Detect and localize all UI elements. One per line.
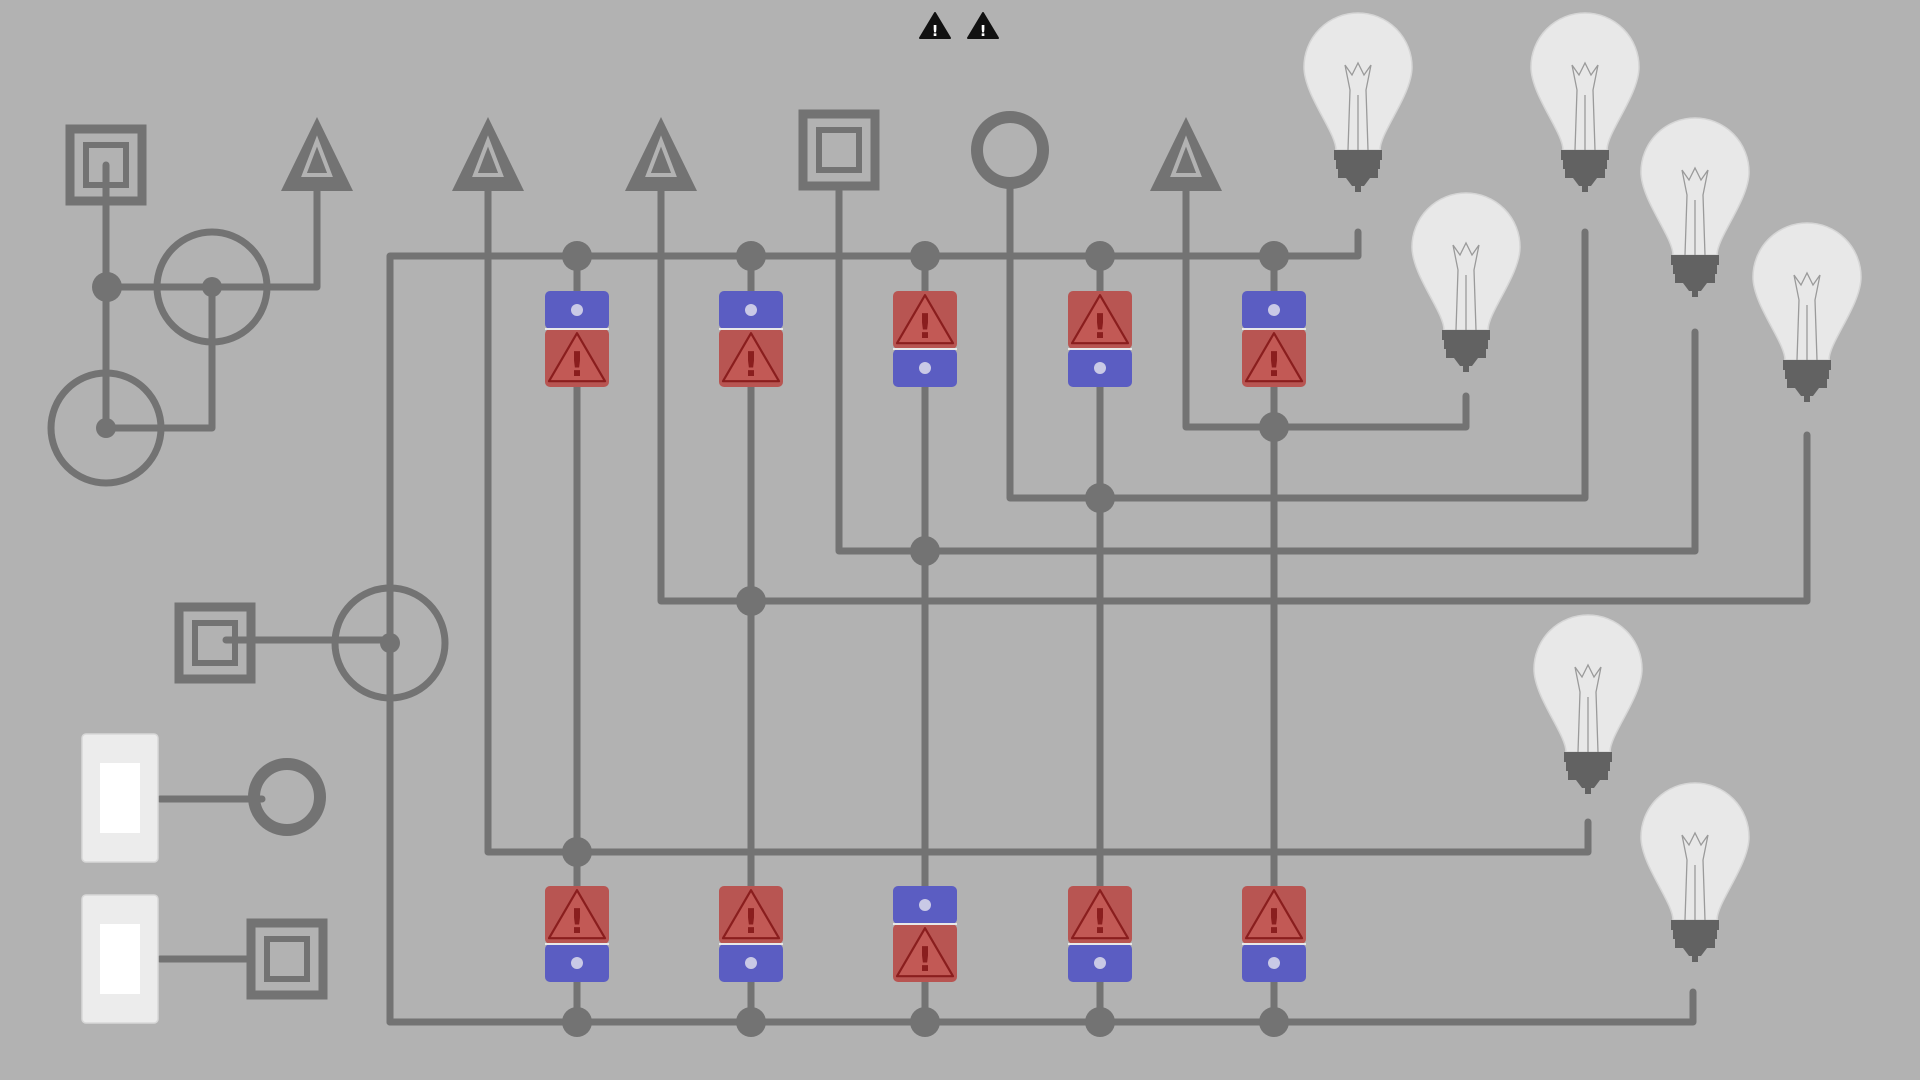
relay-module[interactable]: ! bbox=[545, 291, 609, 387]
relay-on-indicator bbox=[745, 957, 757, 969]
light-bulb bbox=[1411, 192, 1521, 372]
top-warnings: !! bbox=[919, 12, 999, 40]
warning-glyph: ! bbox=[917, 940, 933, 980]
relay-module[interactable]: ! bbox=[545, 886, 609, 982]
triangle-source-icon bbox=[281, 117, 353, 191]
light-bulb bbox=[1640, 117, 1750, 297]
warning-glyph: ! bbox=[743, 345, 759, 385]
light-bulb bbox=[1752, 222, 1862, 402]
warning-glyph: ! bbox=[917, 307, 933, 347]
triangle-source-icon bbox=[625, 117, 697, 191]
wire-junction bbox=[1259, 241, 1289, 271]
circle-source-icon bbox=[248, 758, 326, 836]
warning-glyph: ! bbox=[1266, 345, 1282, 385]
light-bulb bbox=[1640, 782, 1750, 962]
wire-junction bbox=[910, 536, 940, 566]
wire-crossover bbox=[153, 228, 271, 346]
relay-on-indicator bbox=[919, 362, 931, 374]
relay-on-indicator bbox=[1094, 957, 1106, 969]
relay-on-indicator bbox=[1094, 362, 1106, 374]
warning-glyph: ! bbox=[569, 902, 585, 942]
warning-glyph: ! bbox=[980, 22, 987, 40]
relay-module[interactable]: ! bbox=[1068, 291, 1132, 387]
warning-glyph: ! bbox=[1092, 902, 1108, 942]
wire-junction bbox=[562, 837, 592, 867]
wire bbox=[835, 181, 1699, 555]
relay-module[interactable]: ! bbox=[893, 291, 957, 387]
wire-junction bbox=[1085, 241, 1115, 271]
circle-source-icon bbox=[971, 111, 1049, 189]
wire-junction bbox=[92, 272, 122, 302]
relay-module[interactable]: ! bbox=[719, 886, 783, 982]
wire-crossover bbox=[47, 369, 165, 487]
wire-junction bbox=[736, 1007, 766, 1037]
wire bbox=[208, 181, 321, 291]
relay-module[interactable]: ! bbox=[1068, 886, 1132, 982]
input-sources bbox=[65, 109, 1222, 1000]
wire-junction bbox=[736, 586, 766, 616]
warning-glyph: ! bbox=[1092, 307, 1108, 347]
light-bulb bbox=[1530, 12, 1640, 192]
relay-on-indicator bbox=[1268, 304, 1280, 316]
junctions bbox=[92, 241, 1289, 1037]
warning-glyph: ! bbox=[1266, 902, 1282, 942]
wire-junction bbox=[562, 1007, 592, 1037]
square-source-icon bbox=[246, 918, 328, 1000]
relays[interactable]: !!!!!!!!!! bbox=[545, 291, 1306, 982]
relay-module[interactable]: ! bbox=[1242, 886, 1306, 982]
wire-junction bbox=[1085, 1007, 1115, 1037]
relay-on-indicator bbox=[745, 304, 757, 316]
switch-rocker[interactable] bbox=[100, 763, 140, 833]
warning-icon: ! bbox=[967, 12, 999, 40]
wire-junction bbox=[380, 633, 400, 653]
wire-junction bbox=[910, 241, 940, 271]
relay-on-indicator bbox=[571, 304, 583, 316]
relay-on-indicator bbox=[571, 957, 583, 969]
triangle-source-icon bbox=[452, 117, 524, 191]
wire bbox=[657, 181, 1811, 605]
square-source-icon bbox=[65, 124, 147, 206]
wire-junction bbox=[202, 277, 222, 297]
wire-junction bbox=[562, 241, 592, 271]
wire bbox=[386, 988, 1697, 1026]
relay-on-indicator bbox=[919, 899, 931, 911]
warning-glyph: ! bbox=[569, 345, 585, 385]
wire-junction bbox=[1085, 483, 1115, 513]
square-source-icon bbox=[798, 109, 880, 191]
wire bbox=[386, 228, 1362, 1026]
switch-rocker[interactable] bbox=[100, 924, 140, 994]
wire bbox=[1182, 181, 1470, 431]
warning-icon: ! bbox=[919, 12, 951, 40]
triangle-source-icon bbox=[1150, 117, 1222, 191]
light-bulb bbox=[1533, 614, 1643, 794]
relay-module[interactable]: ! bbox=[1242, 291, 1306, 387]
toggle-switch[interactable] bbox=[81, 894, 159, 1024]
bulbs bbox=[1303, 12, 1862, 962]
wire-junction bbox=[96, 418, 116, 438]
toggle-switch[interactable] bbox=[81, 733, 159, 863]
wire-junction bbox=[736, 241, 766, 271]
wire-crossover bbox=[331, 584, 449, 702]
wire bbox=[1006, 181, 1589, 502]
light-bulb bbox=[1303, 12, 1413, 192]
switches[interactable] bbox=[81, 733, 159, 1024]
relay-on-indicator bbox=[1268, 957, 1280, 969]
warning-glyph: ! bbox=[932, 22, 939, 40]
relay-module[interactable]: ! bbox=[893, 886, 957, 982]
wire-junction bbox=[1259, 412, 1289, 442]
square-source-icon bbox=[174, 602, 256, 684]
wire-junction bbox=[1259, 1007, 1289, 1037]
wire bbox=[484, 181, 1592, 856]
relay-module[interactable]: ! bbox=[719, 291, 783, 387]
wire-junction bbox=[910, 1007, 940, 1037]
warning-glyph: ! bbox=[743, 902, 759, 942]
